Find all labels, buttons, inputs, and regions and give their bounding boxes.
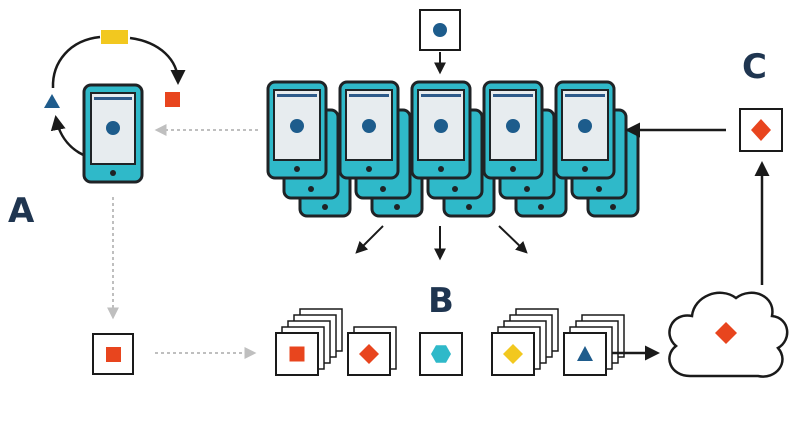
red-diamond-icon bbox=[751, 119, 771, 141]
update-card-a bbox=[92, 333, 134, 375]
phone-front-0 bbox=[266, 80, 328, 180]
update-card bbox=[563, 332, 607, 376]
section-a: A bbox=[8, 30, 258, 375]
arrow-down-left bbox=[355, 225, 384, 254]
red-square-icon bbox=[106, 347, 121, 362]
update-stack-2 bbox=[419, 332, 463, 376]
phone-front-4 bbox=[554, 80, 616, 180]
global-model-card bbox=[419, 9, 461, 51]
blue-dot-icon bbox=[290, 119, 304, 133]
blue-dot-icon bbox=[433, 23, 447, 37]
red-diamond-icon bbox=[715, 322, 737, 344]
updates-row bbox=[275, 308, 625, 376]
blue-dot-icon bbox=[506, 119, 520, 133]
update-stack-3 bbox=[491, 308, 559, 376]
phone-a bbox=[82, 83, 144, 184]
cycle-arrow-top bbox=[51, 35, 101, 89]
blue-dot-icon bbox=[578, 119, 592, 133]
blue-dot-icon bbox=[434, 119, 448, 133]
label-a: A bbox=[8, 191, 35, 231]
yellow-diamond-icon bbox=[503, 344, 523, 364]
blue-dot-icon bbox=[362, 119, 376, 133]
update-stack-1 bbox=[347, 326, 397, 376]
phone-front-3 bbox=[482, 80, 544, 180]
update-stack-0 bbox=[275, 308, 343, 376]
label-b: B bbox=[428, 281, 454, 321]
red-diamond-icon bbox=[359, 344, 379, 364]
cycle-arrow-right bbox=[129, 36, 186, 85]
yellow-rect-icon bbox=[101, 30, 128, 44]
red-square-icon bbox=[165, 92, 180, 107]
navy-triangle-icon bbox=[577, 346, 593, 361]
label-c: C bbox=[742, 47, 767, 87]
aggregated-model-card bbox=[739, 108, 783, 152]
cyan-hexagon-icon bbox=[431, 345, 451, 363]
arrow-down-right bbox=[498, 225, 528, 254]
red-square-icon bbox=[289, 346, 305, 362]
phone-front-2 bbox=[410, 80, 472, 180]
update-stack-4 bbox=[563, 314, 625, 376]
cloud bbox=[668, 291, 789, 378]
phone-front-1 bbox=[338, 80, 400, 180]
blue-triangle-icon bbox=[44, 94, 60, 108]
phone-cluster bbox=[266, 80, 640, 218]
